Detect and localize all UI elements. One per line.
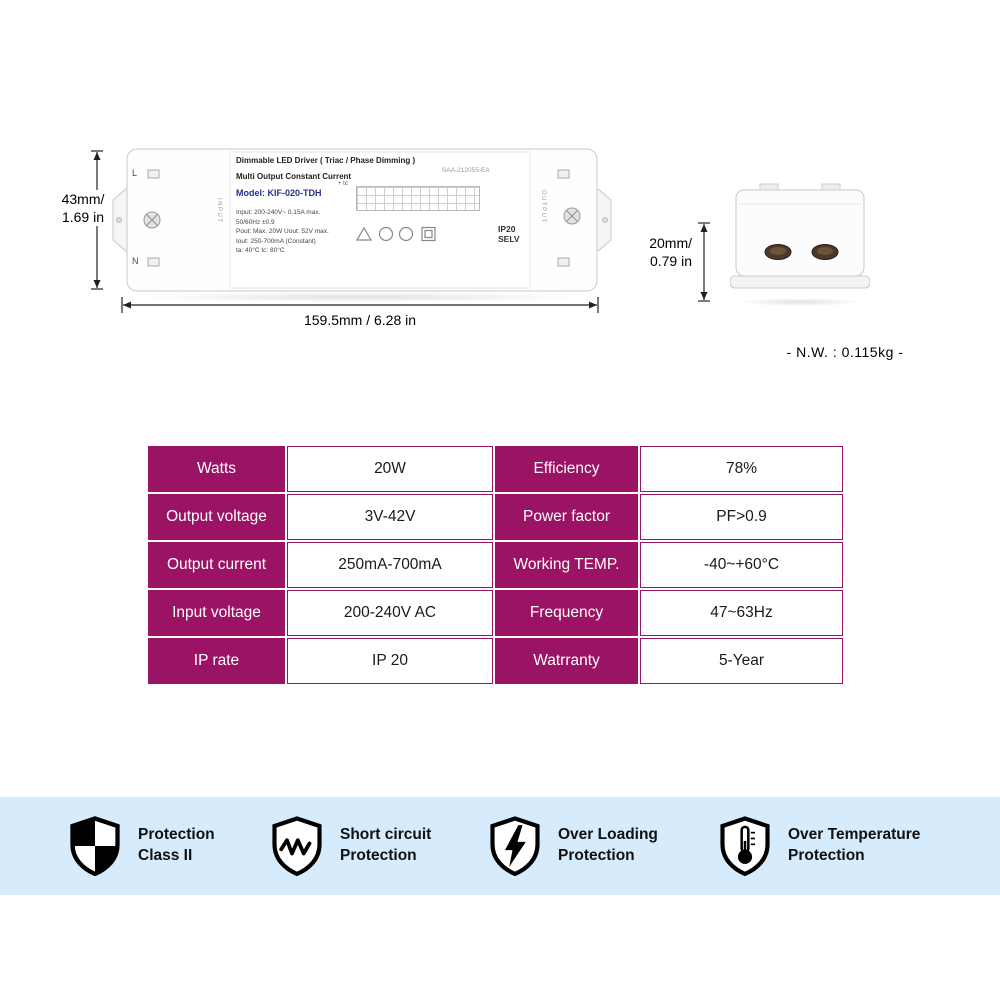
driver-shadow: [130, 292, 590, 302]
class-ii-square-icon: [421, 226, 436, 242]
spec-table: Watts 20W Efficiency 78% Output voltage …: [148, 446, 847, 684]
spec-value-cell: IP 20: [287, 638, 493, 684]
spec-header-cell: Power factor: [495, 494, 638, 540]
spec-header-cell: Input voltage: [148, 590, 285, 636]
certification-icons: [356, 226, 436, 242]
spec-header-cell: Watts: [148, 446, 285, 492]
class-ii-inner-square-icon: [424, 229, 433, 239]
spec-line-pout: Pout: Max. 20W Uout: 52V max.: [236, 228, 329, 235]
height-dimension-label: 43mm/ 1.69 in: [44, 190, 122, 227]
features-band: Protection Class II Short circuit Protec…: [0, 797, 1000, 895]
spec-line-frequency: 50/60Hz ±0.9: [236, 218, 275, 226]
spec-line-temp: ta: 40°C tc: 80°C: [236, 247, 285, 254]
feature-over-temperature: Over Temperature Protection: [718, 816, 920, 876]
spec-header-cell: Output voltage: [148, 494, 285, 540]
spec-value-cell: 47~63Hz: [640, 590, 843, 636]
spec-line-input: Input: 200-240V~ 0.15A max.: [236, 209, 321, 216]
spec-header-cell: IP rate: [148, 638, 285, 684]
selv-text: SELV: [498, 234, 520, 244]
spec-header-cell: Efficiency: [495, 446, 638, 492]
driver-body-graphic: [112, 148, 612, 292]
driver-model-number: Model: KIF-020-TDH: [236, 188, 322, 198]
net-weight-label: - N.W. : 0.115kg -: [786, 344, 904, 360]
feature-text: Over Temperature Protection: [788, 826, 921, 864]
length-dimension-label: 159.5mm / 6.28 in: [303, 312, 417, 328]
over-temperature-shield-icon: [720, 816, 770, 876]
driver-cert-number: SAA-212055-EA: [442, 167, 490, 174]
depth-dimension-arrow: [698, 222, 710, 302]
driver-label-subtitle: Multi Output Constant Current: [236, 172, 352, 181]
spec-line-iout: Iout: 250-700mA (Constant): [236, 237, 316, 245]
class-ii-shield-icon: [70, 816, 120, 876]
spec-value-cell: 78%: [640, 446, 843, 492]
terminal-l-label: L: [132, 168, 138, 178]
driver-side-view: [729, 182, 871, 298]
output-side-vertical-text: OUTPUT: [540, 190, 546, 224]
spec-header-cell: Output current: [148, 542, 285, 588]
cert-circle-icon: [398, 226, 414, 242]
spec-header-cell: Working TEMP.: [495, 542, 638, 588]
driver-front-view: L N Dimmable LED Driver ( Triac / Phase …: [110, 146, 616, 294]
driver-settings-mini-table: [356, 186, 480, 211]
spec-value-cell: PF>0.9: [640, 494, 843, 540]
over-loading-shield-icon: [490, 816, 540, 876]
feature-text: Short circuit Protection: [340, 826, 432, 864]
spec-header-cell: Frequency: [495, 590, 638, 636]
terminal-n-label: N: [132, 256, 139, 266]
tc-point-mark: + tc: [338, 181, 348, 187]
spec-value-cell: 20W: [287, 446, 493, 492]
driver-label-title: Dimmable LED Driver ( Triac / Phase Dimm…: [236, 156, 416, 165]
warning-triangle-icon: [356, 226, 373, 241]
driver-spec-lines: Input: 200-240V~ 0.15A max. 50/60Hz ±0.9…: [236, 208, 354, 256]
depth-dimension-label: 20mm/ 0.79 in: [649, 235, 692, 270]
feature-protection-class-ii: Protection Class II: [68, 816, 215, 876]
spec-value-cell: -40~+60°C: [640, 542, 843, 588]
side-view-shadow: [735, 298, 865, 306]
spec-value-cell: 5-Year: [640, 638, 843, 684]
feature-text: Over Loading Protection: [558, 826, 658, 864]
spec-header-cell: Watrranty: [495, 638, 638, 684]
driver-side-graphic: [729, 183, 871, 289]
ip-rating-block: IP20 SELV: [498, 224, 520, 244]
spec-value-cell: 3V-42V: [287, 494, 493, 540]
spec-value-cell: 200-240V AC: [287, 590, 493, 636]
feature-over-loading: Over Loading Protection: [488, 816, 658, 876]
feature-short-circuit: Short circuit Protection: [270, 816, 431, 876]
feature-text: Protection Class II: [138, 826, 215, 864]
input-side-vertical-text: INPUT: [216, 198, 222, 224]
ip-rating-text: IP20: [498, 224, 516, 234]
spec-value-cell: 250mA-700mA: [287, 542, 493, 588]
length-dimension-arrow: [121, 297, 599, 313]
short-circuit-shield-icon: [272, 816, 322, 876]
cert-circle-icon: [378, 226, 394, 242]
